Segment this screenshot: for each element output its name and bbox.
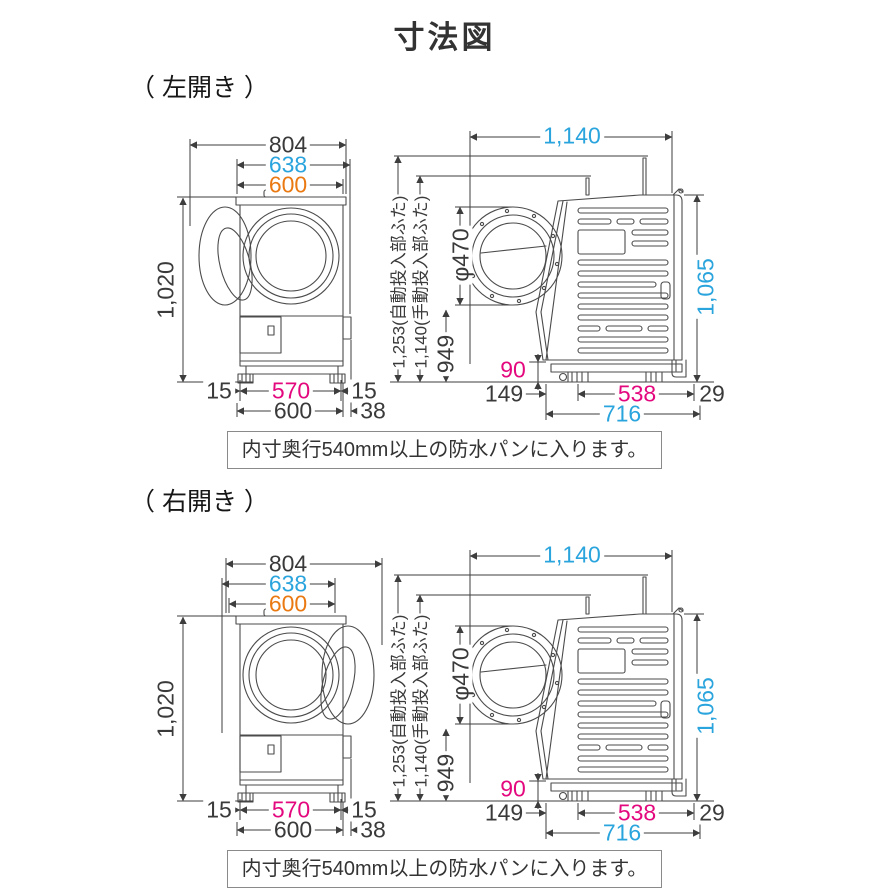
section-label-right-opening: （ 右開き ） <box>130 488 269 516</box>
note-text: 内寸奥行540mm以上の防水パンに入ります。 <box>241 439 648 461</box>
dim-foot-offset-right: 15 <box>348 798 380 822</box>
dim-height-window: 949 <box>433 331 459 377</box>
dim-body-depth: 716 <box>599 821 645 845</box>
dim-rear-foot-inset: 29 <box>696 382 728 406</box>
dim-front-foot-inset: 149 <box>481 801 527 825</box>
dim-foot-offset-right: 15 <box>348 379 380 403</box>
dim-height-manual-lid: 1,140(手動投入部ふた) <box>411 194 431 370</box>
dim-window-diameter: φ470 <box>448 225 474 285</box>
dim-body-depth: 716 <box>599 402 645 426</box>
dim-height-manual-lid: 1,140(手動投入部ふた) <box>411 613 431 789</box>
dim-door-protrusion: 38 <box>357 818 389 842</box>
left-opening-drawing <box>0 114 889 426</box>
dim-foot-offset-left: 15 <box>203 798 235 822</box>
right-opening-drawing <box>0 533 889 845</box>
dim-body-width-bottom: 600 <box>270 818 316 842</box>
dim-base-height: 90 <box>497 777 529 801</box>
dim-height-auto-lid: 1,253(自動投入部ふた) <box>389 613 409 789</box>
dim-side-height: 1,065 <box>693 255 719 319</box>
dim-side-foot-span: 538 <box>614 801 660 825</box>
dim-foot-span: 570 <box>268 798 314 822</box>
dim-depth-door-open: 1,140 <box>540 543 604 567</box>
dim-front-foot-inset: 149 <box>481 382 527 406</box>
dim-depth-door-open: 1,140 <box>540 124 604 148</box>
dim-body-width-bottom: 600 <box>270 399 316 423</box>
diagram-right-opening: 804 638 600 1,020 15 570 15 600 38 1,140… <box>0 533 889 845</box>
waterproof-pan-note: 内寸奥行540mm以上の防水パンに入ります。 <box>227 850 662 888</box>
section-label-left-opening: （ 左開き ） <box>130 74 269 102</box>
dim-height: 1,020 <box>153 677 179 741</box>
dim-base-height: 90 <box>497 358 529 382</box>
dim-body-width: 600 <box>265 592 311 616</box>
waterproof-pan-note: 内寸奥行540mm以上の防水パンに入ります。 <box>227 431 662 469</box>
dim-height-auto-lid: 1,253(自動投入部ふた) <box>389 194 409 370</box>
dim-door-open-width: 638 <box>265 153 311 177</box>
dim-foot-offset-left: 15 <box>203 379 235 403</box>
dim-rear-foot-inset: 29 <box>696 801 728 825</box>
dim-door-open-width: 638 <box>265 572 311 596</box>
dim-window-diameter: φ470 <box>448 644 474 704</box>
dim-height: 1,020 <box>153 258 179 322</box>
dim-side-height: 1,065 <box>693 674 719 738</box>
dim-height-window: 949 <box>433 750 459 796</box>
note-text: 内寸奥行540mm以上の防水パンに入ります。 <box>241 858 648 880</box>
dim-overall-width: 804 <box>265 133 311 157</box>
dim-body-width: 600 <box>265 173 311 197</box>
dim-foot-span: 570 <box>268 379 314 403</box>
page-title: 寸法図 <box>393 20 496 55</box>
dim-side-foot-span: 538 <box>614 382 660 406</box>
dim-overall-width: 804 <box>265 552 311 576</box>
dim-door-protrusion: 38 <box>357 399 389 423</box>
diagram-left-opening: 804 638 600 1,020 15 570 15 600 38 1,140… <box>0 114 889 426</box>
